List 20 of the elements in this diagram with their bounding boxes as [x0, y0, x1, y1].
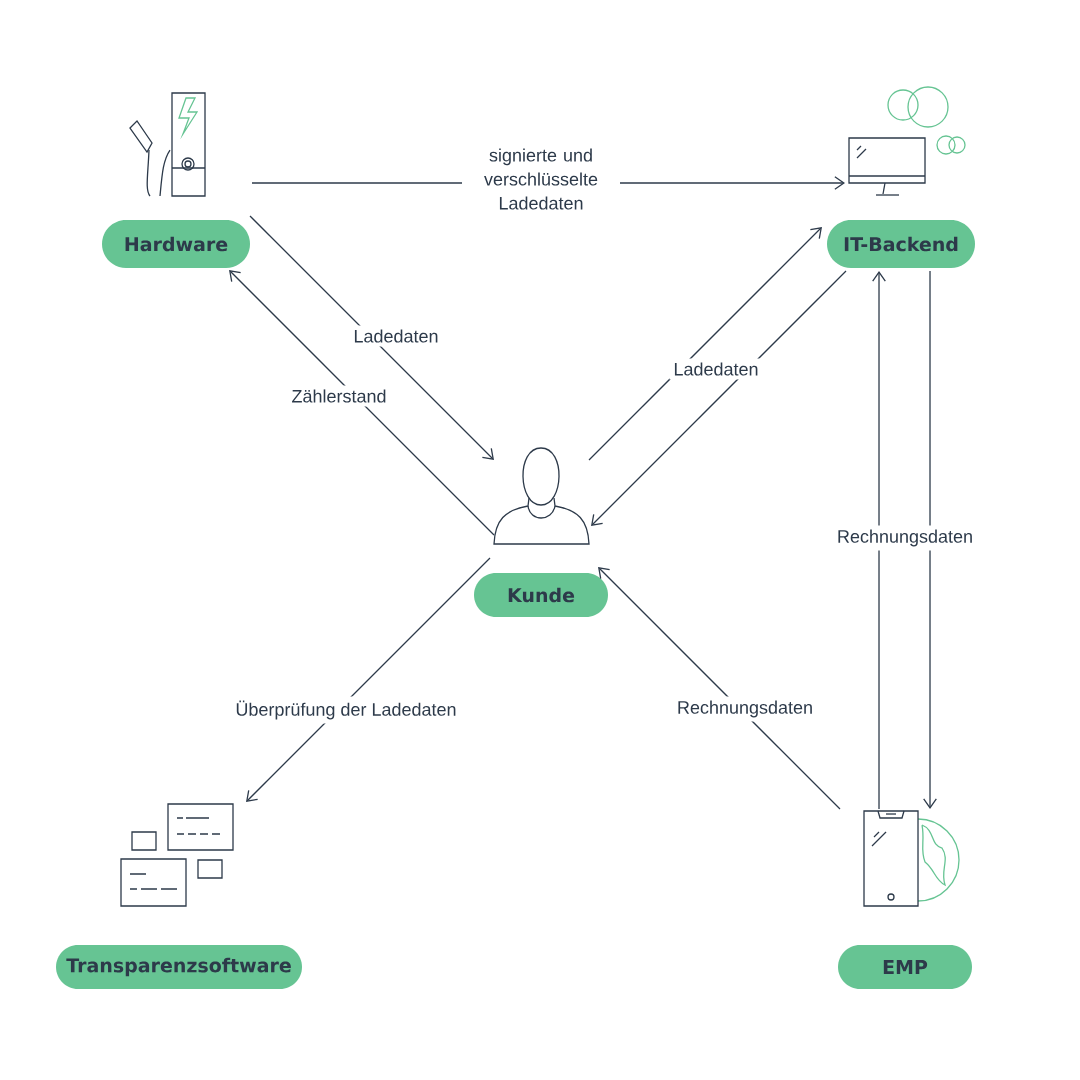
- arrow: [872, 271, 886, 810]
- label-pill: Transparenzsoftware: [56, 945, 302, 989]
- label-pill: Kunde: [474, 573, 608, 617]
- arrow: [249, 215, 494, 460]
- label-pill: IT-Backend: [827, 220, 975, 268]
- edge-label: signierte und verschlüsselte Ladedaten: [462, 144, 620, 214]
- arrow: [923, 270, 937, 809]
- edge-label: Zählerstand: [287, 385, 391, 407]
- label-pill: Hardware: [102, 220, 250, 268]
- arrow: [246, 557, 491, 802]
- arrow: [229, 270, 495, 536]
- arrow: [598, 567, 841, 810]
- arrow: [591, 270, 847, 526]
- edge-label: Ladedaten: [349, 325, 443, 347]
- edge-label: Überprüfung der Ladedaten: [231, 696, 461, 724]
- edge-label: Rechnungsdaten: [672, 696, 818, 722]
- edge-label: Rechnungsdaten: [832, 525, 978, 551]
- edge-label: Ladedaten: [669, 358, 763, 380]
- label-pill: EMP: [838, 945, 972, 989]
- arrow: [588, 227, 822, 461]
